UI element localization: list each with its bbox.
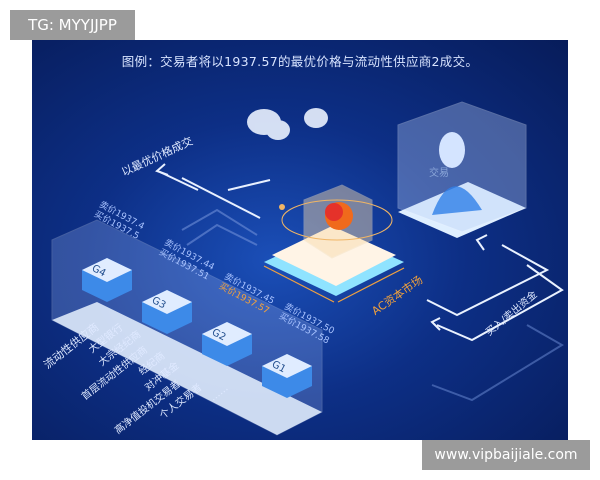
arrow-icon [155,163,271,219]
caption: 图例：交易者将以1937.57的最优价格与流动性供应商2成交。 [121,54,479,69]
illustration-graphics [51,101,564,436]
person-icon [439,132,465,168]
faded-arrow-icon [181,208,258,246]
ac-market-platform [263,184,405,303]
faded-arrow-icon [431,324,564,402]
server-icon [82,258,132,302]
arrow-icon [426,234,564,342]
trader-box [397,101,527,238]
server-icon [262,354,312,398]
server-icon [142,290,192,334]
cloud-icon [247,108,328,140]
trader-label: 交易 [429,168,449,179]
server-icon [202,322,252,366]
server-stacks [82,258,312,398]
illustration-panel: 图例：交易者将以1937.57的最优价格与流动性供应商2成交。 [32,40,568,440]
watermark-bottom-label: www.vipbaijiale.com [422,440,590,470]
watermark-top-label: TG: MYYJJPP [10,10,135,40]
